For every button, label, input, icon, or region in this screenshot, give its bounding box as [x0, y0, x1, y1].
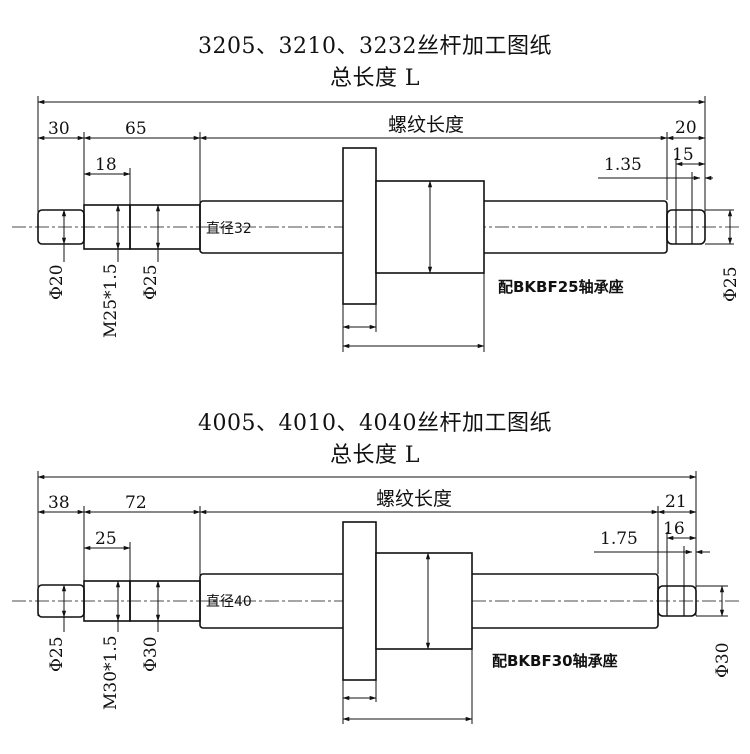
drawing-1-title: 3205、3210、3232丝杆加工图纸 [198, 34, 552, 59]
drawing-2-labels: 38 72 螺纹长度 21 25 16 1.75 直径40 配BKBF30轴承座… [47, 488, 733, 710]
dim-right-2: 16 [663, 519, 685, 539]
drawing-1-total-length: 总长度 L [329, 66, 421, 91]
phi-end: Φ25 [47, 636, 67, 672]
diameter-label: 直径40 [206, 593, 252, 610]
diameter-label: 直径32 [206, 220, 252, 237]
dim-left-2: 65 [125, 119, 147, 139]
drawing-1-labels: 30 65 螺纹长度 20 18 15 1.35 直径32 配BKBF25轴承座… [47, 114, 741, 338]
bearing-note: 配BKBF30轴承座 [492, 652, 618, 670]
nut-flange [342, 147, 377, 305]
phi-right: Φ25 [721, 266, 741, 302]
thread-spec: M30*1.5 [101, 635, 121, 710]
dim-right-1: 20 [675, 118, 697, 138]
thread-length-label: 螺纹长度 [376, 488, 452, 510]
dim-right-2: 15 [672, 145, 694, 165]
dim-thread-segment: 18 [95, 155, 117, 175]
phi-right: Φ30 [713, 642, 733, 678]
dim-groove: 1.35 [604, 155, 642, 175]
thread-length-label: 螺纹长度 [388, 114, 464, 136]
drawing-2-total-length: 总长度 L [329, 443, 421, 468]
dim-left-1: 30 [48, 119, 70, 139]
dim-left-2: 72 [125, 493, 147, 513]
shaft-right-journal [666, 209, 706, 245]
thread-spec: M25*1.5 [101, 263, 121, 338]
phi-journal: Φ25 [141, 264, 161, 300]
bearing-note: 配BKBF25轴承座 [498, 278, 624, 296]
phi-end: Φ20 [47, 264, 67, 300]
dim-groove: 1.75 [600, 529, 638, 549]
drawing-1 [12, 96, 740, 352]
dim-right-1: 21 [665, 492, 687, 512]
dim-thread-segment: 25 [95, 529, 117, 549]
drawing-2 [12, 471, 740, 724]
drawing-2-title: 4005、4010、4040丝杆加工图纸 [198, 411, 552, 436]
dim-left-1: 38 [48, 493, 70, 513]
phi-journal: Φ30 [141, 636, 161, 672]
